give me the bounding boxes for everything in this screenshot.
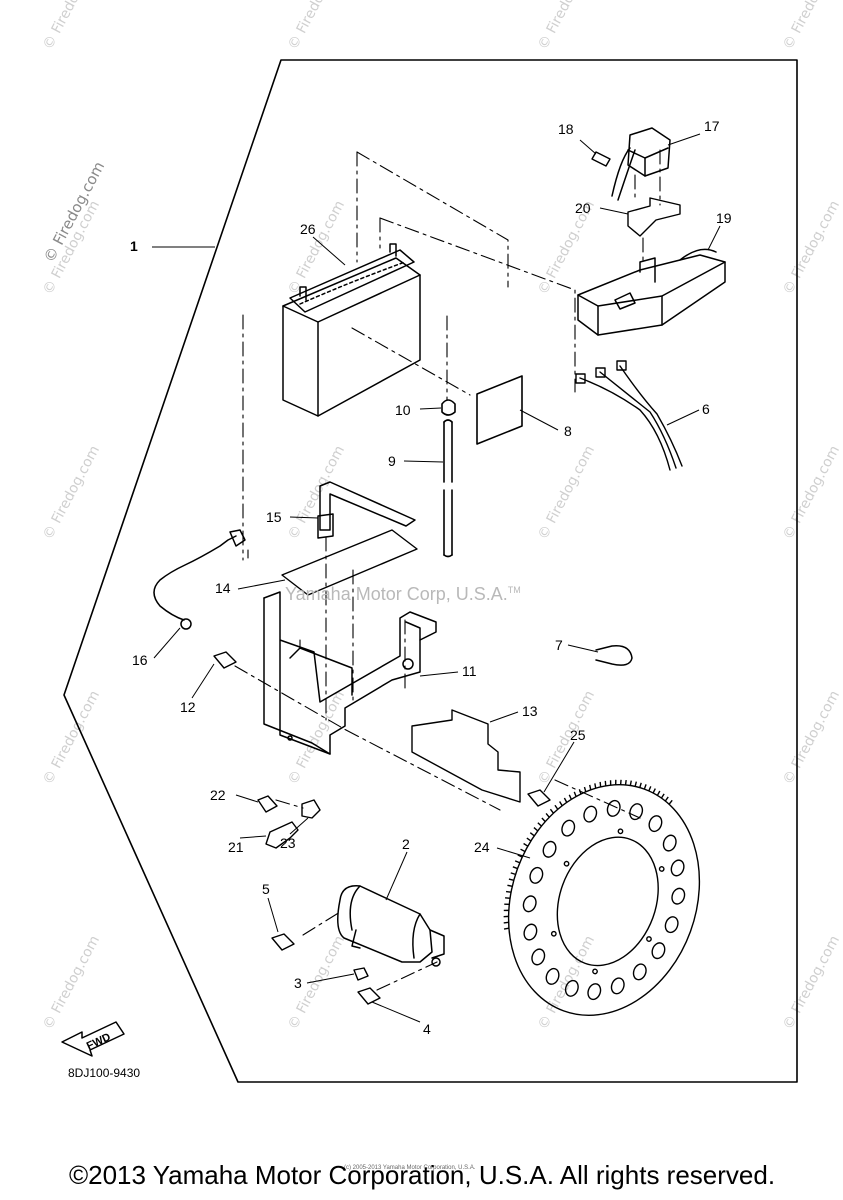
disc-hole <box>651 942 666 960</box>
disc-hole <box>564 979 579 997</box>
callout-23: 23 <box>280 835 296 851</box>
callout-20: 20 <box>575 200 591 216</box>
relay-bolt <box>591 151 611 167</box>
disc-hole <box>531 948 546 966</box>
bolt-5 <box>271 933 295 951</box>
callout-16: 16 <box>132 652 148 668</box>
cover-plate <box>411 709 521 803</box>
disc-hole <box>606 799 621 817</box>
callout-4: 4 <box>423 1021 431 1037</box>
disc-bolt-hole <box>646 936 652 942</box>
callout-5: 5 <box>262 881 270 897</box>
disc-hole <box>670 859 685 877</box>
disc-hole <box>610 977 625 995</box>
tiny-copyright: (c) 2005-2013 Yamaha Motor Corporation, … <box>344 1165 476 1171</box>
disc-hole <box>522 895 537 913</box>
cable-clamp <box>595 645 633 666</box>
callout-21: 21 <box>228 839 244 855</box>
nut-23 <box>301 799 321 819</box>
callout-14: 14 <box>215 580 231 596</box>
bolt-12 <box>213 651 237 669</box>
disc-hole <box>587 983 602 1001</box>
breather-pipe <box>443 419 453 558</box>
disc-hole <box>529 866 544 884</box>
callout-8: 8 <box>564 423 572 439</box>
disc-hole <box>523 923 538 941</box>
disc-bolt-hole <box>592 968 598 975</box>
callout-24: 24 <box>474 839 490 855</box>
callout-13: 13 <box>522 703 538 719</box>
disc-bolt-hole <box>550 930 557 937</box>
assembly-lines <box>234 149 661 991</box>
fwd-arrow <box>61 1021 125 1057</box>
callout-19: 19 <box>716 210 732 226</box>
disc-hole <box>632 963 647 981</box>
callout-22: 22 <box>210 787 226 803</box>
disc-hole <box>662 834 677 852</box>
hose-clamp <box>441 399 456 416</box>
callout-numbers: 1 2 3 4 5 6 7 8 9 10 11 12 13 14 15 16 1… <box>85 118 732 1053</box>
callout-1: 1 <box>130 238 138 254</box>
copyright-footer: ©2013 Yamaha Motor Corporation, U.S.A. A… <box>68 1160 776 1190</box>
disc-hole <box>545 967 560 985</box>
disc-hole <box>664 916 679 934</box>
disc-bolt-hole <box>617 828 624 835</box>
disc-hole <box>583 805 598 823</box>
disc-hole <box>561 819 576 837</box>
nut-3 <box>353 967 369 981</box>
callout-15: 15 <box>266 509 282 525</box>
battery <box>282 243 421 417</box>
relay-bracket <box>627 197 681 237</box>
battery-pad <box>476 375 523 445</box>
assembly-frame <box>63 59 798 1083</box>
callout-12: 12 <box>180 699 196 715</box>
battery-band <box>317 481 416 539</box>
battery-box <box>263 591 437 755</box>
starter-relay <box>611 127 671 201</box>
callout-25: 25 <box>570 727 586 743</box>
bracket-21 <box>265 821 299 849</box>
disc-bolt-hole <box>658 866 665 872</box>
callout-2: 2 <box>402 836 410 852</box>
callout-10: 10 <box>395 402 411 418</box>
leader-lines <box>152 133 721 1023</box>
bolt-22 <box>257 795 278 813</box>
sprocket-disc <box>503 779 701 1016</box>
fuse-box <box>577 248 726 336</box>
bolt-4 <box>357 987 381 1005</box>
starter-motor <box>337 885 445 967</box>
part-code: 8DJ100-9430 <box>68 1066 141 1080</box>
disc-hole <box>542 840 557 858</box>
bolt-25 <box>527 789 551 807</box>
callout-17: 17 <box>704 118 720 134</box>
callout-7: 7 <box>555 637 563 653</box>
callout-11: 11 <box>462 663 477 679</box>
disc-hole <box>648 815 663 833</box>
watermark-center: Yamaha Motor Corp, U.S.A.TM <box>285 584 521 604</box>
callout-3: 3 <box>294 975 302 991</box>
battery-lead <box>153 529 246 630</box>
callout-9: 9 <box>388 453 396 469</box>
disc-hole <box>629 803 644 821</box>
callout-6: 6 <box>702 401 710 417</box>
wire-harness <box>575 360 683 471</box>
rubber-sheet <box>281 529 418 596</box>
callout-18: 18 <box>558 121 574 137</box>
callout-26: 26 <box>300 221 316 237</box>
disc-hole <box>671 887 686 905</box>
disc-bolt-hole <box>563 860 570 867</box>
